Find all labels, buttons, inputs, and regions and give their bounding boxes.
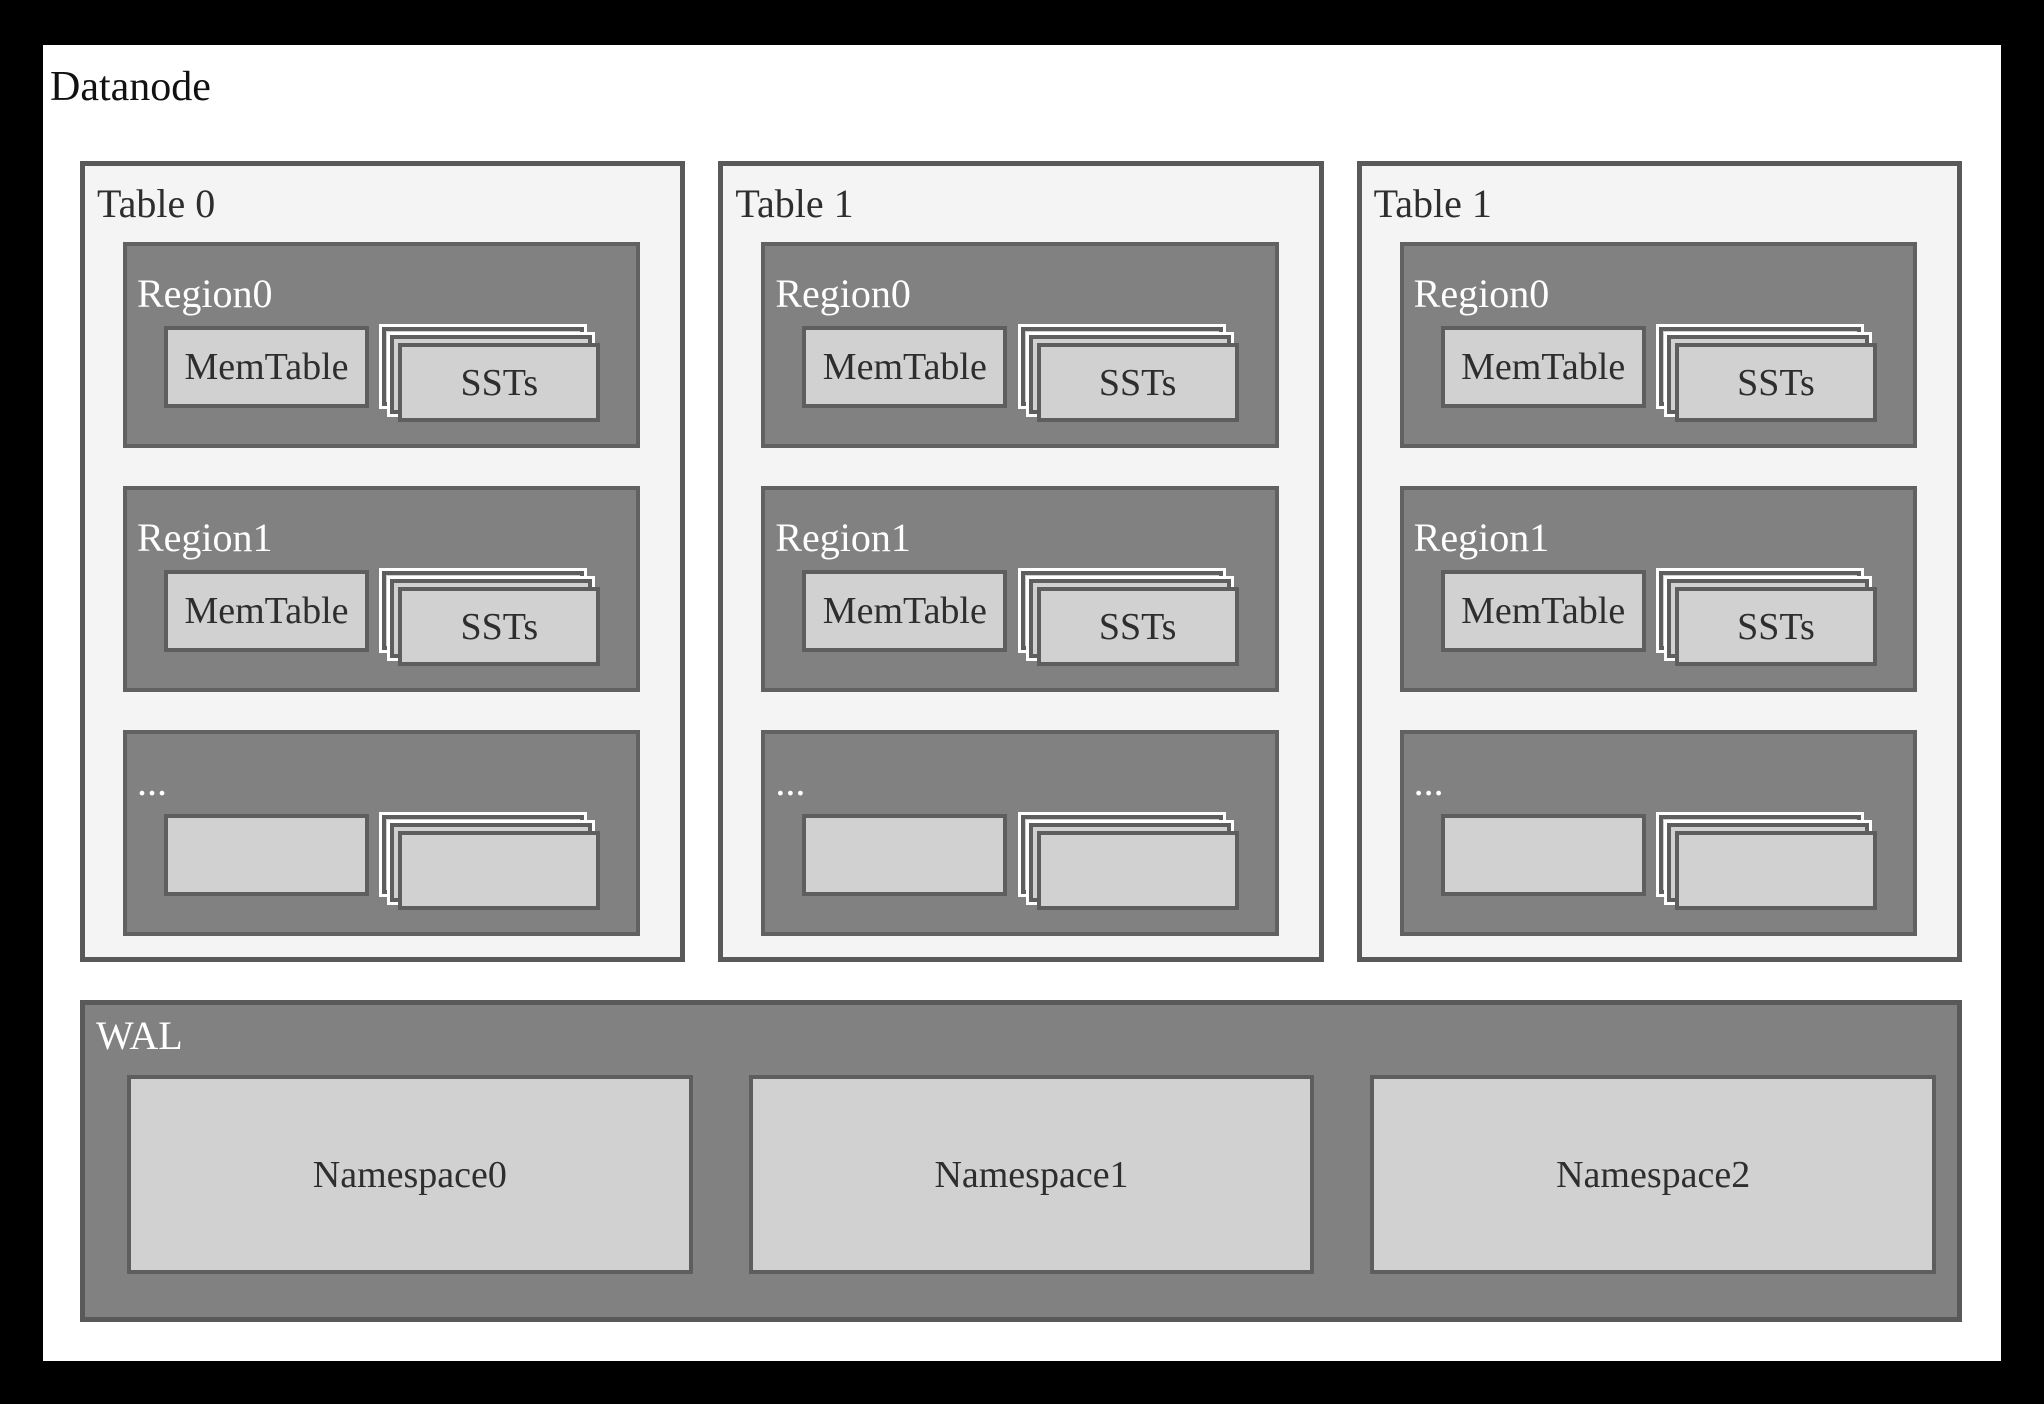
namespace-box: Namespace2	[1370, 1075, 1937, 1274]
region-row: MemTable SSTs	[1440, 568, 1877, 666]
ssts-stack: SSTs	[1017, 568, 1239, 666]
region-label: ...	[775, 759, 806, 804]
ssts-card-front: SSTs	[398, 587, 601, 666]
ssts-card-front	[398, 831, 601, 910]
region-box: Region0 MemTable SSTs	[761, 242, 1279, 448]
region-label: Region0	[1413, 271, 1550, 316]
ssts-stack	[1017, 812, 1239, 910]
region-box: Region1 MemTable SSTs	[123, 486, 641, 692]
table-panel-1: Table 1 Region0 MemTable SSTs Region1	[718, 161, 1324, 962]
region-box: Region0 MemTable SSTs	[123, 242, 641, 448]
ssts-card-front: SSTs	[1036, 587, 1239, 666]
diagram-page: Datanode Table 0 Region0 MemTable SSTs	[43, 45, 2001, 1361]
memtable-box: MemTable	[802, 570, 1008, 652]
memtable-box: MemTable	[1440, 570, 1646, 652]
ssts-stack: SSTs	[379, 324, 601, 422]
region-row: MemTable SSTs	[802, 324, 1239, 422]
ssts-card-front: SSTs	[1674, 343, 1877, 422]
region-label: ...	[1413, 759, 1444, 804]
wal-label: WAL	[96, 1013, 183, 1058]
ssts-stack	[379, 812, 601, 910]
region-row	[1440, 812, 1877, 910]
table-title: Table 0	[97, 181, 216, 226]
region-row: MemTable SSTs	[802, 568, 1239, 666]
namespace-box: Namespace1	[748, 1075, 1315, 1274]
memtable-box	[164, 814, 369, 896]
namespace-box: Namespace0	[127, 1075, 693, 1274]
tables-row: Table 0 Region0 MemTable SSTs Region1	[80, 161, 1962, 962]
region-box-ellipsis: ...	[761, 730, 1279, 936]
memtable-box: MemTable	[1440, 326, 1646, 408]
region-row: MemTable SSTs	[164, 324, 601, 422]
region-box-ellipsis: ...	[1399, 730, 1917, 936]
region-box: Region1 MemTable SSTs	[761, 486, 1279, 692]
region-label: Region1	[1413, 515, 1550, 560]
namespace-row: Namespace0 Namespace1 Namespace2	[127, 1075, 1937, 1274]
region-box-ellipsis: ...	[123, 730, 641, 936]
ssts-stack: SSTs	[379, 568, 601, 666]
ssts-stack: SSTs	[1655, 568, 1877, 666]
memtable-box: MemTable	[164, 570, 369, 652]
region-row: MemTable SSTs	[1440, 324, 1877, 422]
ssts-stack	[1655, 812, 1877, 910]
region-row	[164, 812, 601, 910]
ssts-card-front: SSTs	[1036, 343, 1239, 422]
ssts-card-front	[1036, 831, 1239, 910]
region-row	[802, 812, 1239, 910]
region-label: Region0	[137, 271, 273, 316]
wal-panel: WAL Namespace0 Namespace1 Namespace2	[80, 1000, 1962, 1322]
region-box: Region1 MemTable SSTs	[1399, 486, 1917, 692]
table-title: Table 1	[735, 181, 854, 226]
table-panel-2: Table 1 Region0 MemTable SSTs Region1	[1356, 161, 1962, 962]
region-box: Region0 MemTable SSTs	[1399, 242, 1917, 448]
region-label: Region1	[775, 515, 911, 560]
region-label: Region1	[137, 515, 273, 560]
ssts-stack: SSTs	[1655, 324, 1877, 422]
page-title: Datanode	[50, 64, 211, 110]
memtable-box	[1440, 814, 1646, 896]
region-label: ...	[137, 759, 167, 804]
ssts-card-front	[1674, 831, 1877, 910]
region-label: Region0	[775, 271, 911, 316]
memtable-box: MemTable	[802, 326, 1008, 408]
ssts-card-front: SSTs	[1674, 587, 1877, 666]
ssts-card-front: SSTs	[398, 343, 601, 422]
memtable-box: MemTable	[164, 326, 369, 408]
table-title: Table 1	[1373, 181, 1492, 226]
region-row: MemTable SSTs	[164, 568, 601, 666]
memtable-box	[802, 814, 1008, 896]
table-panel-0: Table 0 Region0 MemTable SSTs Region1	[80, 161, 686, 962]
ssts-stack: SSTs	[1017, 324, 1239, 422]
